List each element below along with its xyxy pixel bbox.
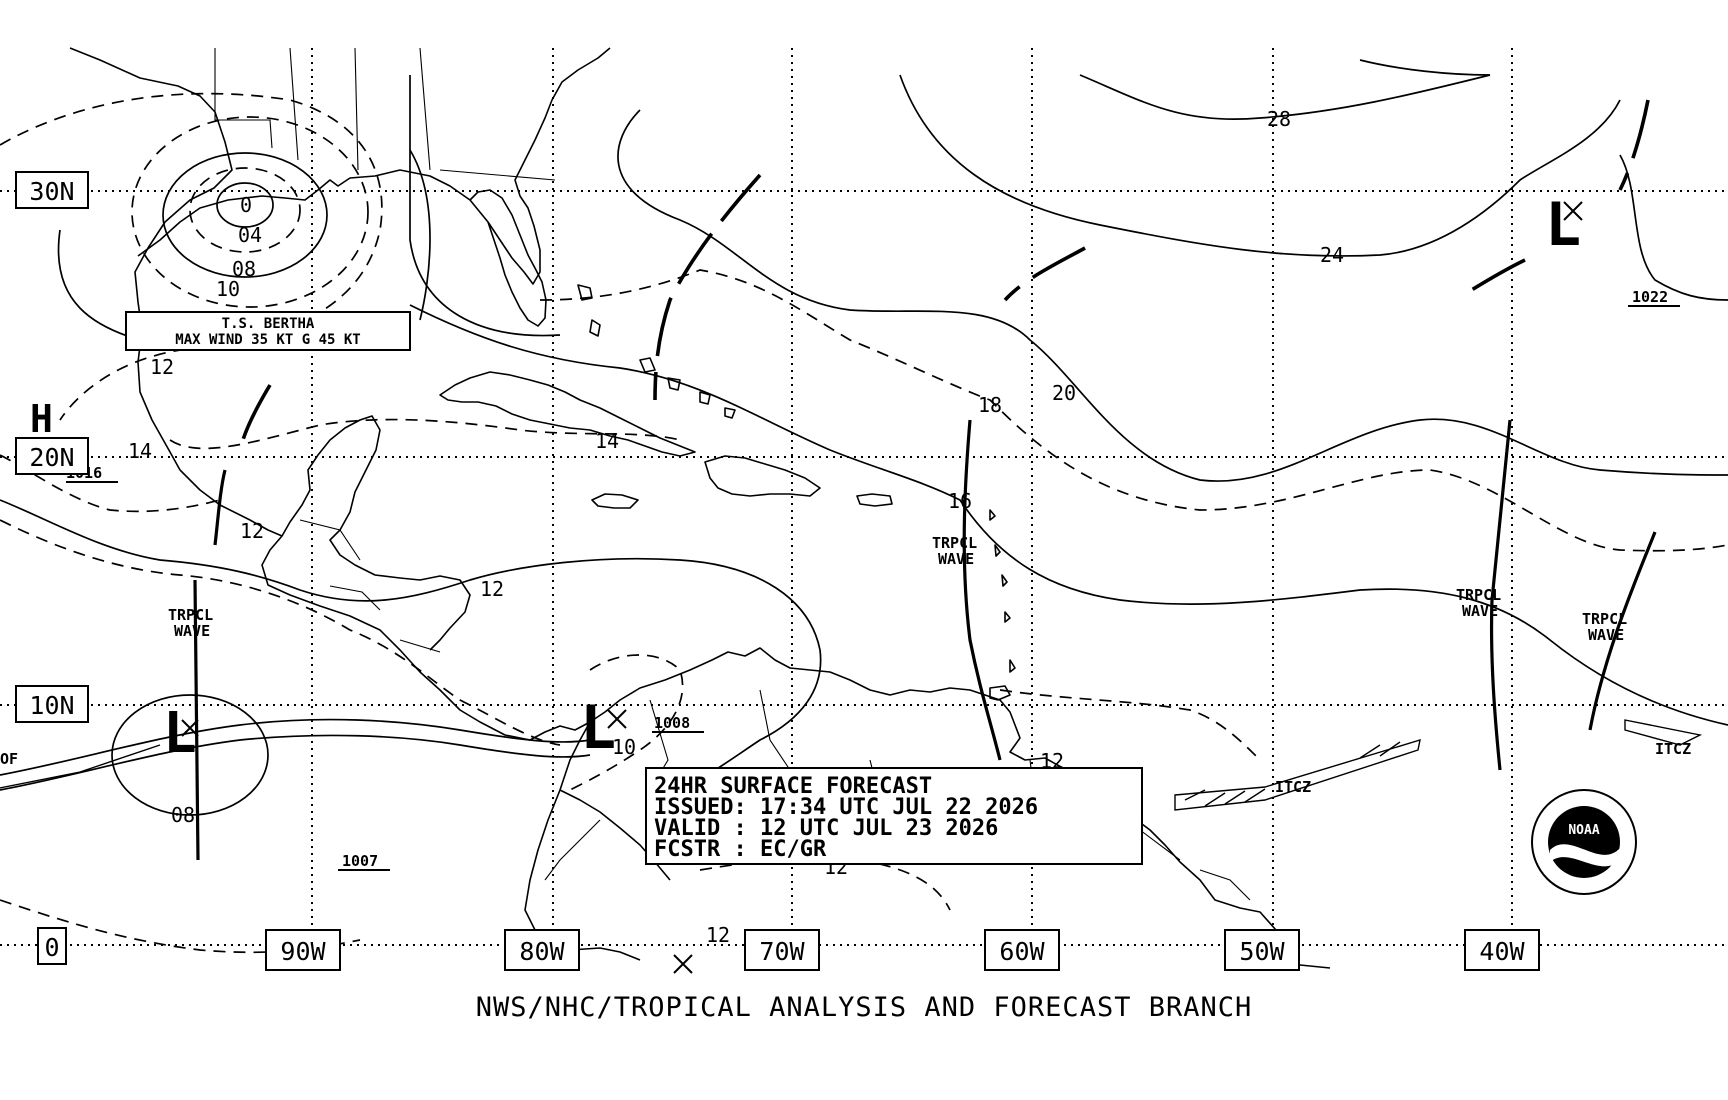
isobar-label: 12 xyxy=(240,519,264,543)
low-center-letter-east: L xyxy=(1545,190,1581,260)
footer-credit: NWS/NHC/TROPICAL ANALYSIS AND FORECAST B… xyxy=(476,992,1253,1023)
center-marks xyxy=(181,201,1583,974)
pressure-value-east-low: 1022 xyxy=(1632,288,1668,306)
isobar-labels: 28 24 20 18 16 14 14 12 12 12 12 12 12 1… xyxy=(128,107,1344,947)
itcz-label: ITCZ xyxy=(1275,778,1311,796)
pressure-value-pacific: 1007 xyxy=(342,852,378,870)
isobar-label: 16 xyxy=(948,489,972,513)
forecast-issued: ISSUED: 17:34 UTC JUL 22 2026 xyxy=(654,795,1038,820)
lat-label-30n: 30N xyxy=(29,177,74,206)
low-center-letter-caribbean: L xyxy=(580,693,616,763)
latitude-labels: 30N 20N 10N 0 xyxy=(15,171,89,965)
isobar-label: 14 xyxy=(595,429,619,453)
isobar-label: 20 xyxy=(1052,381,1076,405)
isobar-label: 08 xyxy=(232,257,256,281)
isobar-label: 10 xyxy=(612,735,636,759)
noaa-logo-text: NOAA xyxy=(1568,823,1599,838)
longitude-labels: 90W 80W 70W 60W 50W 40W xyxy=(265,929,1540,971)
isobar-label: 0 xyxy=(240,193,252,217)
isobar-label: 28 xyxy=(1267,107,1291,131)
isobar-label: 12 xyxy=(150,355,174,379)
forecast-title: 24HR SURFACE FORECAST xyxy=(654,774,932,799)
lat-label-20n: 20N xyxy=(29,443,74,472)
forecast-forecaster: FCSTR : EC/GR xyxy=(654,837,827,862)
pressure-values: 10 16 1022 1008 1007 xyxy=(66,288,1680,871)
lon-label-40w: 40W xyxy=(1479,937,1525,966)
tropical-waves xyxy=(193,419,1657,861)
pressure-centers: H L L L xyxy=(30,190,1581,766)
itcz-label: ITCZ xyxy=(1655,740,1691,758)
itcz-labels: ITCZ ITCZ OF xyxy=(0,740,1691,796)
pressure-value-caribbean-low: 1008 xyxy=(654,714,690,732)
noaa-logo: NOAA xyxy=(1531,789,1637,895)
low-center-letter-pacific: L xyxy=(163,701,197,766)
lon-label-50w: 50W xyxy=(1239,937,1285,966)
lon-label-70w: 70W xyxy=(759,937,805,966)
lat-label-10n: 10N xyxy=(29,691,74,720)
high-center-letter: H xyxy=(30,397,53,441)
troughs xyxy=(238,99,1650,451)
isobar-label: 04 xyxy=(238,223,262,247)
isobar-label: 10 xyxy=(216,277,240,301)
storm-max-wind: MAX WIND 35 KT G 45 KT xyxy=(175,332,360,348)
lat-label-equator: 0 xyxy=(44,933,59,962)
lon-label-90w: 90W xyxy=(280,937,326,966)
isobar-label: 18 xyxy=(978,393,1002,417)
storm-name: T.S. BERTHA xyxy=(222,316,315,332)
isobars xyxy=(0,59,1728,954)
isobar-label: 08 xyxy=(171,803,195,827)
isobar-label: 24 xyxy=(1320,243,1344,267)
edge-label: OF xyxy=(0,750,18,768)
storm-info-box: T.S. BERTHA MAX WIND 35 KT G 45 KT xyxy=(125,311,411,351)
lon-label-80w: 80W xyxy=(519,937,565,966)
isobar-label: 14 xyxy=(128,439,152,463)
isobar-label: 12 xyxy=(706,923,730,947)
forecast-valid: VALID : 12 UTC JUL 23 2026 xyxy=(654,816,998,841)
forecast-info-box: 24HR SURFACE FORECAST ISSUED: 17:34 UTC … xyxy=(645,767,1143,865)
coastlines xyxy=(69,47,1331,969)
itcz-bands xyxy=(0,719,1703,811)
lon-label-60w: 60W xyxy=(999,937,1045,966)
isobar-label: 12 xyxy=(480,577,504,601)
